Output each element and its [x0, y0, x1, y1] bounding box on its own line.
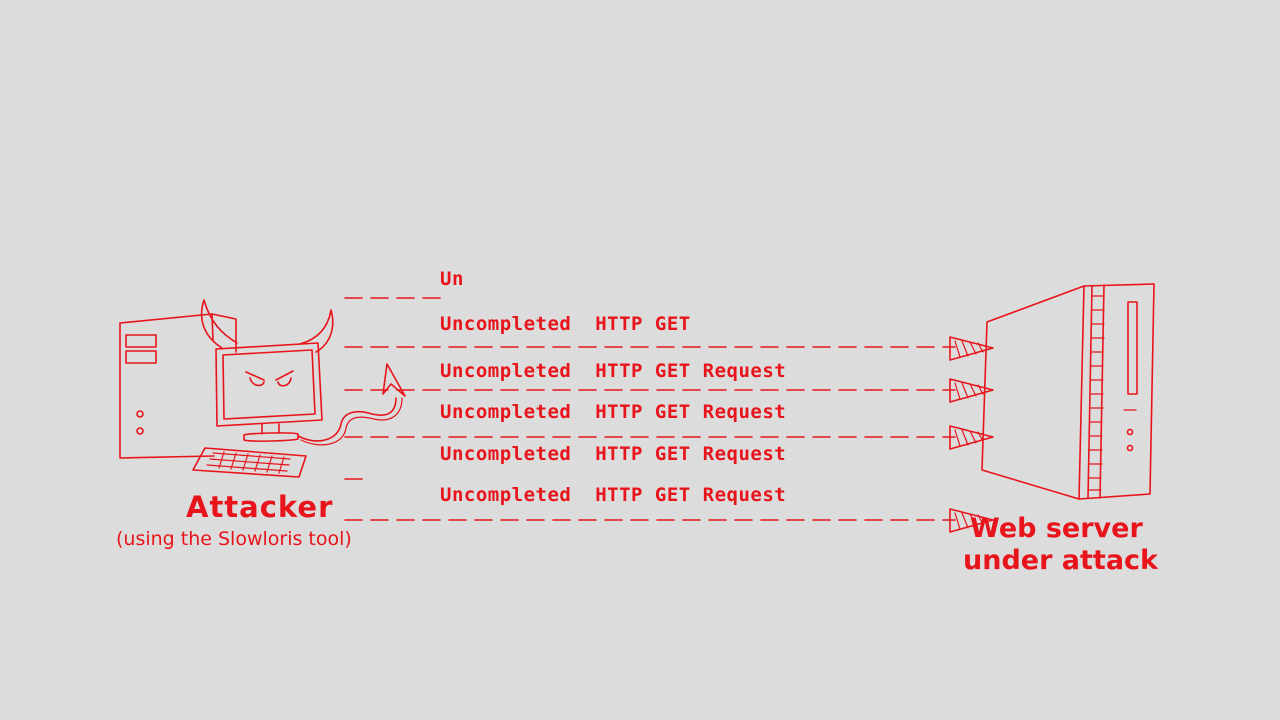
arrowhead-icon	[950, 337, 993, 532]
request-label: Uncompleted HTTP GET	[440, 313, 691, 335]
computer-tower-icon	[120, 314, 236, 458]
keyboard-icon	[193, 448, 306, 477]
attacker-subtitle: (using the Slowloris tool)	[116, 528, 352, 550]
request-label: Uncompleted HTTP GET Request	[440, 443, 786, 465]
devil-monitor-icon	[202, 300, 405, 445]
request-label: Uncompleted HTTP GET Request	[440, 401, 786, 423]
request-label: Uncompleted HTTP GET Request	[440, 484, 786, 506]
server-title-line2: under attack	[963, 545, 1158, 576]
server-tower-icon	[982, 284, 1154, 499]
request-label: Un	[440, 268, 464, 290]
attacker-title: Attacker	[186, 490, 333, 524]
request-label: Uncompleted HTTP GET Request	[440, 360, 786, 382]
server-title-line1: Web server	[970, 513, 1143, 544]
